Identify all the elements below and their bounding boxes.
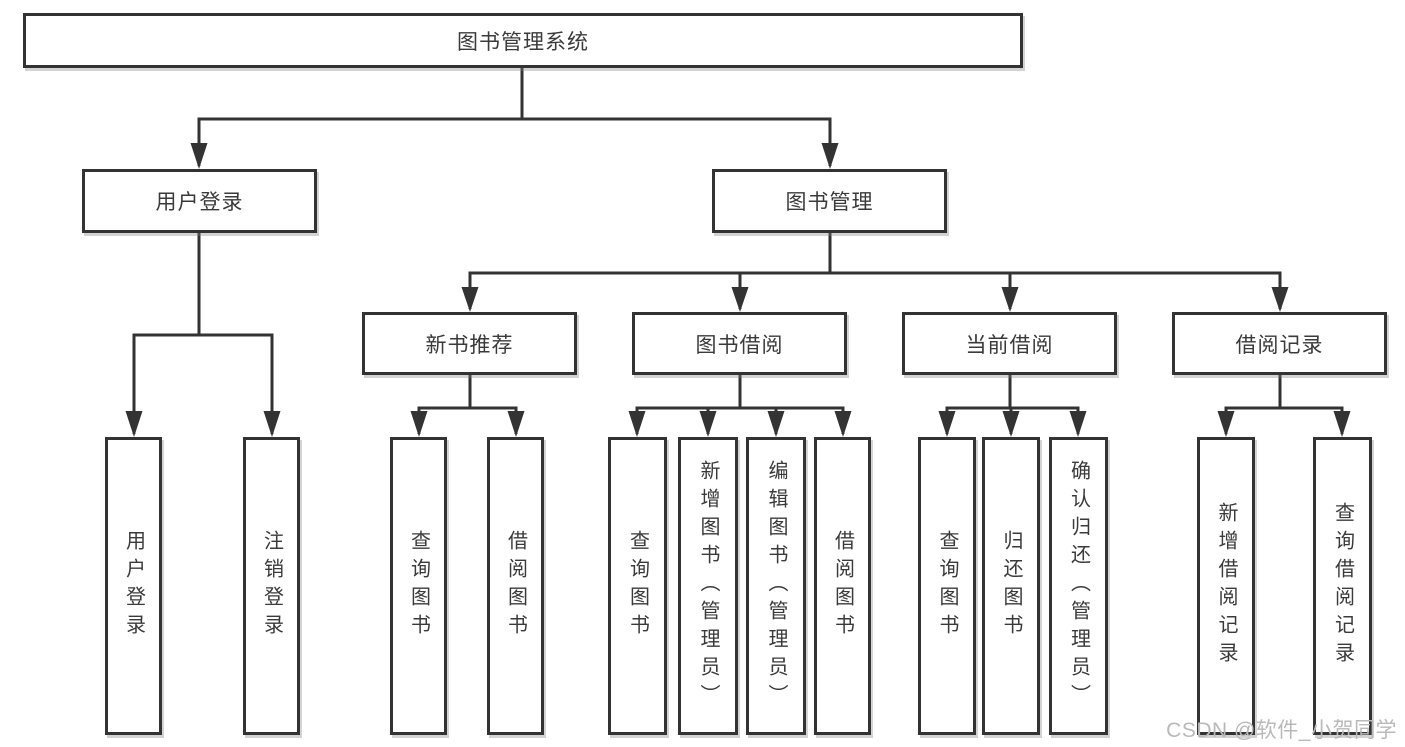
leaf-borrow-edit-books-admin: 编辑图书（管理员） [746, 437, 806, 735]
connector-records-branch [1217, 375, 1351, 437]
leaf-user-login: 用户登录 [105, 437, 162, 735]
leaf-current-return-books: 归还图书 [982, 437, 1040, 735]
leaf-records-add: 新增借阅记录 [1197, 437, 1255, 735]
leaf-records-query: 查询借阅记录 [1313, 437, 1372, 735]
leaf-borrow-query-books: 查询图书 [608, 437, 667, 735]
leaf-borrow-add-books-admin: 新增图书（管理员） [678, 437, 738, 735]
node-book-management: 图书管理 [712, 169, 947, 233]
leaf-recommend-borrow-books: 借阅图书 [487, 437, 544, 735]
connector-root-branch [190, 66, 839, 169]
leaf-borrow-borrow-books: 借阅图书 [814, 437, 871, 735]
connector-current-branch [938, 375, 1087, 437]
leaf-logout-login: 注销登录 [243, 437, 300, 735]
connector-manage-branch [461, 233, 1289, 312]
node-borrow-records: 借阅记录 [1172, 312, 1387, 375]
node-current-borrow: 当前借阅 [902, 312, 1117, 375]
connector-recommend-branch [410, 375, 525, 437]
node-book-borrow: 图书借阅 [632, 312, 847, 375]
connector-login-branch [125, 233, 281, 437]
node-user-login: 用户登录 [82, 169, 317, 233]
csdn-watermark: CSDN @软件_小贺同学 [1166, 719, 1397, 742]
leaf-recommend-query-books: 查询图书 [390, 437, 447, 735]
node-root-system: 图书管理系统 [23, 13, 1023, 68]
node-new-book-recommend: 新书推荐 [362, 312, 577, 375]
connector-borrow-branch [628, 375, 852, 437]
leaf-current-confirm-return-admin: 确认归还（管理员） [1049, 437, 1108, 735]
leaf-current-query-books: 查询图书 [918, 437, 976, 735]
